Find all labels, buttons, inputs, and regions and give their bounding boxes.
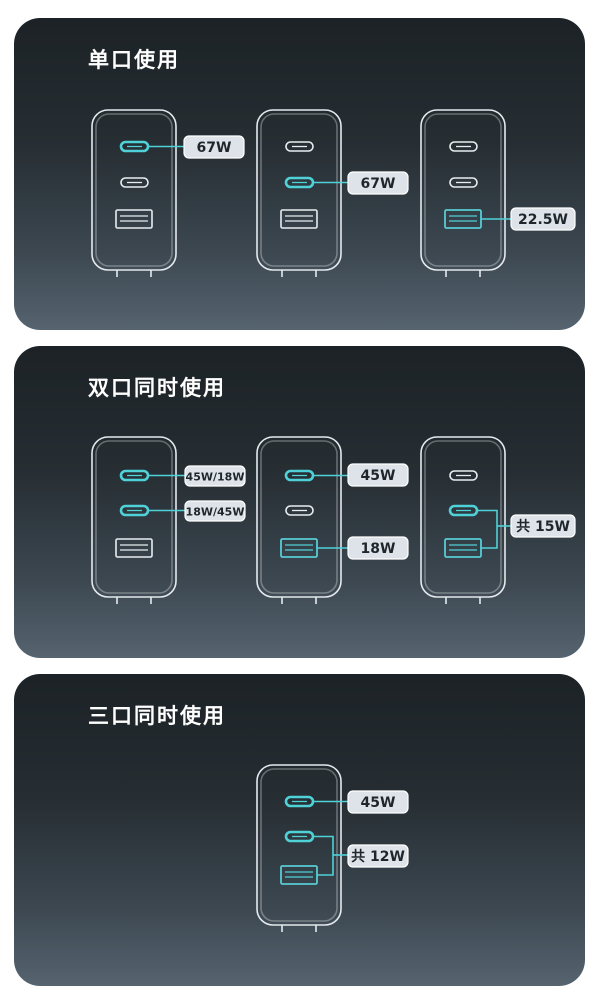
power-label: 18W/45W [186,506,245,519]
charger: 67W [91,109,245,277]
power-label: 45W [361,795,396,811]
charger: 共 15W [420,436,576,604]
section-title: 单口使用 [88,48,180,72]
triple-port-diagram: 45W 共 12W [256,764,409,932]
dual-port-section: 双口同时使用 45W/18W 18W/45W [14,346,585,658]
usb-c-port-1 [449,141,478,152]
usb-c-port-2 [449,177,478,188]
charger: 67W [256,109,409,277]
charger: 45W 共 12W [256,764,409,932]
usb-a-port [444,209,482,229]
triple-port-section: 三口同时使用 45W 共 12W [14,674,585,986]
power-label: 67W [197,140,232,156]
charger: 45W 18W [256,436,409,604]
power-label: 67W [361,176,396,192]
section-title: 三口同时使用 [88,704,226,728]
usb-c-port-2 [120,177,149,188]
usb-a-port [115,538,153,558]
charger: 22.5W [420,109,576,277]
power-label: 共 12W [351,848,405,865]
power-label: 22.5W [518,212,568,228]
power-label: 45W [361,468,396,484]
power-label: 45W/18W [186,471,245,484]
charger: 45W/18W 18W/45W [91,436,246,604]
usb-c-port-2 [285,505,314,516]
dual-port-diagram: 45W/18W 18W/45W 45W 18W [91,436,576,604]
usb-c-port-1 [449,470,478,481]
section-title: 双口同时使用 [88,376,226,400]
usb-a-port [280,209,318,229]
power-label: 共 15W [516,518,570,535]
usb-a-port [115,209,153,229]
power-label: 18W [361,541,396,557]
usb-a-port [444,538,482,558]
single-port-diagram: 67W 67W [91,109,576,277]
usb-c-port-1 [285,141,314,152]
usb-a-port [280,865,318,885]
single-port-section: 单口使用 67W [14,18,585,330]
usb-a-port [280,538,318,558]
